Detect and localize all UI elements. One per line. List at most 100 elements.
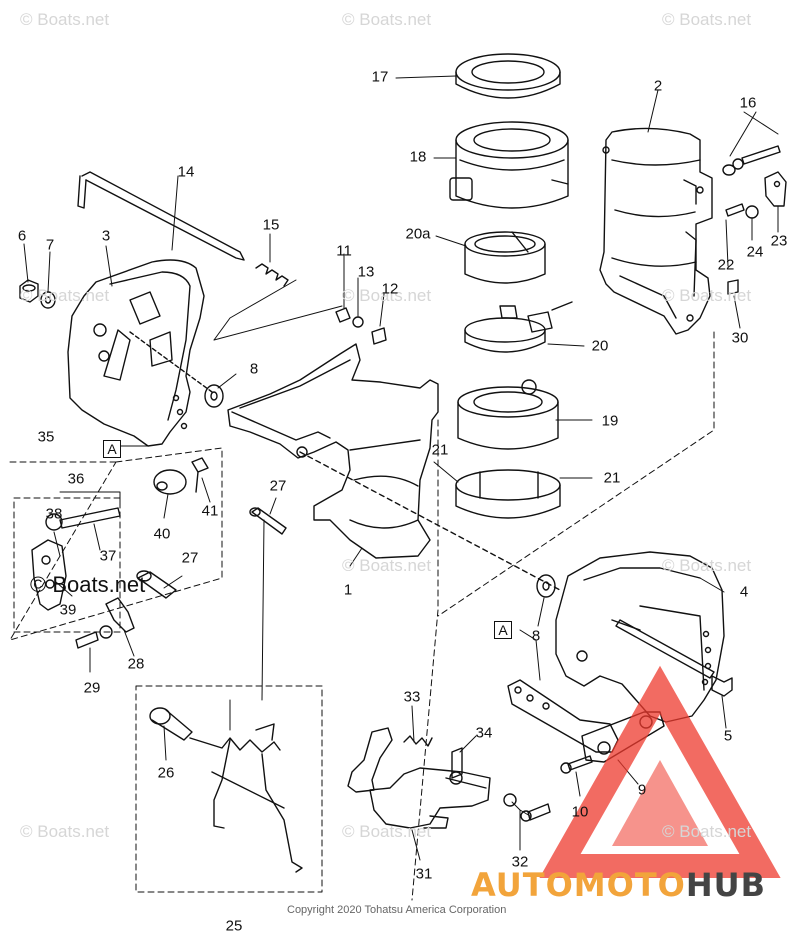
part-17-ring (455, 53, 561, 99)
watermark: © Boats.net (342, 10, 432, 29)
reference-box-a: A (103, 440, 121, 458)
callout-29: 29 (83, 679, 101, 697)
part-14-tilt-rod (77, 171, 245, 261)
part-15-spring (255, 263, 289, 287)
callout-32: 32 (511, 853, 529, 871)
callout-28: 28 (127, 655, 145, 673)
part-39-lever (31, 539, 67, 611)
part-33-spring (403, 735, 433, 747)
part-19-bushing (457, 379, 559, 450)
callout-11: 11 (336, 242, 352, 260)
callout-10: 10 (571, 803, 589, 821)
part-18-bushing (449, 121, 569, 209)
callout-8b: 8 (531, 627, 541, 645)
callout-25: 25 (225, 917, 243, 935)
callout-27b: 27 (181, 549, 199, 567)
part-41-bolt (191, 457, 209, 493)
callout-16: 16 (739, 94, 757, 112)
part-20a-bushing (464, 231, 546, 284)
watermark: © Boats.net (342, 286, 432, 305)
callout-23: 23 (770, 232, 788, 250)
part-5-bolt (615, 619, 733, 697)
watermark: © Boats.net (20, 286, 110, 305)
part-26-pin (149, 707, 193, 741)
callout-5: 5 (723, 727, 733, 745)
reference-box-a: A (494, 621, 512, 639)
part-31-stopper (347, 727, 491, 829)
part-tilt-plate (507, 679, 619, 753)
callout-20: 20 (591, 337, 609, 355)
callout-12: 12 (381, 280, 399, 298)
part-10-bolt (560, 755, 593, 774)
callout-37: 37 (99, 547, 117, 565)
part-2-swivel-bracket (599, 127, 713, 335)
callout-3: 3 (101, 227, 111, 245)
callout-27a: 27 (269, 477, 287, 495)
watermark: © Boats.net (662, 556, 752, 575)
callout-20a: 20a (405, 225, 431, 243)
part-29-bolt (75, 625, 113, 649)
callout-36: 36 (67, 470, 85, 488)
part-1-swivel-housing (227, 343, 561, 591)
callout-38: 38 (45, 505, 63, 523)
callout-21b: 21 (603, 469, 621, 487)
callout-6: 6 (17, 227, 27, 245)
callout-1: 1 (343, 581, 353, 599)
part-28-bracket (105, 597, 135, 633)
part-16-bolt-washer (722, 145, 781, 176)
callout-33: 33 (403, 688, 421, 706)
group-box-36 (13, 497, 121, 633)
part-25-lever (189, 723, 303, 873)
callout-41: 41 (201, 502, 219, 520)
watermark: © Boats.net (20, 822, 110, 841)
part-27-bushing-b (136, 570, 177, 599)
part-11-13-hardware (335, 307, 387, 345)
callout-4: 4 (739, 583, 749, 601)
part-40-knob (153, 469, 187, 495)
watermark: © Boats.net (342, 556, 432, 575)
callout-39: 39 (59, 601, 77, 619)
callout-2: 2 (653, 77, 663, 95)
callout-24: 24 (746, 243, 764, 261)
callout-31: 31 (415, 865, 433, 883)
callout-19: 19 (601, 412, 619, 430)
part-27-bushing-a (249, 507, 287, 535)
callout-17: 17 (371, 68, 389, 86)
part-38-washer (45, 513, 63, 531)
watermark-dark: © Boats.net (30, 572, 146, 597)
watermark: © Boats.net (662, 286, 752, 305)
callout-7: 7 (45, 236, 55, 254)
callout-9: 9 (637, 781, 647, 799)
callout-18: 18 (409, 148, 427, 166)
part-30-nipple (727, 279, 739, 295)
callout-40: 40 (153, 525, 171, 543)
callout-13: 13 (357, 263, 375, 281)
part-20-clamp (464, 301, 573, 353)
part-8-washer-right (536, 574, 556, 598)
part-22-24-hardware (725, 171, 787, 219)
leader-lines (23, 75, 779, 901)
watermark: © Boats.net (662, 10, 752, 29)
callout-8a: 8 (249, 360, 259, 378)
watermark: © Boats.net (20, 10, 110, 29)
group-box-35 (9, 447, 223, 641)
callout-22: 22 (717, 256, 735, 274)
brand-logo-text: AUTOMOTOHUB (471, 866, 766, 904)
callout-26: 26 (157, 764, 175, 782)
watermark: © Boats.net (662, 822, 752, 841)
callout-35: 35 (37, 428, 55, 446)
callout-15: 15 (262, 216, 280, 234)
part-37-bolt (59, 507, 121, 529)
callout-30: 30 (731, 329, 749, 347)
group-box-25 (135, 685, 323, 893)
callout-21a: 21 (431, 441, 449, 459)
callout-34: 34 (475, 724, 493, 742)
watermark: © Boats.net (342, 822, 432, 841)
part-8-washer (204, 384, 224, 408)
part-32-bolt (503, 793, 551, 822)
part-3-clamp-bracket (67, 259, 213, 447)
brand-part-2: HUB (685, 866, 767, 904)
part-34-pin (451, 747, 463, 779)
brand-part-1: AUTOMOTO (471, 866, 686, 904)
